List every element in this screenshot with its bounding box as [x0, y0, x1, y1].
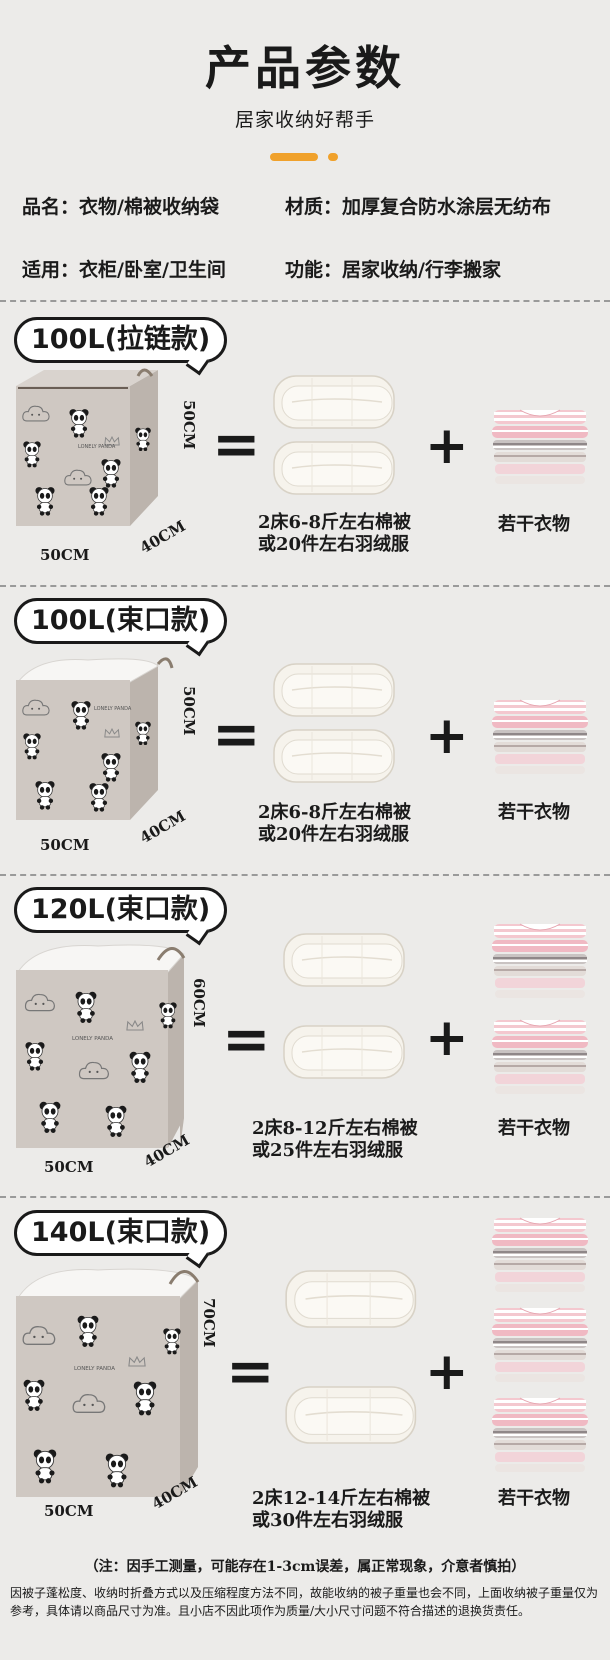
- accent-dot: [328, 153, 338, 161]
- drawstring-bag-image: LONELY PANDA: [16, 944, 186, 1148]
- plus-sign: +: [425, 416, 469, 476]
- equals-sign: =: [212, 410, 261, 478]
- section-divider: [0, 1196, 610, 1198]
- accent-bar-long: [270, 153, 318, 161]
- spec-usage: 适用：衣柜/卧室/卫生间: [22, 259, 226, 281]
- clothes-stack-image-top: [491, 1217, 589, 1293]
- plus-sign: +: [425, 1342, 469, 1402]
- quilt-image-bottom: [273, 729, 395, 783]
- capacity-line1: 2床6-8斤左右棉被: [258, 802, 412, 823]
- drawstring-bag-image: LONELY PANDA: [16, 657, 174, 820]
- svg-text:LONELY PANDA: LONELY PANDA: [78, 444, 116, 450]
- quilt-image-bottom: [273, 441, 395, 495]
- clothes-caption: 若干衣物: [498, 1488, 570, 1509]
- spec-material: 材质：加厚复合防水涂层无纺布: [285, 196, 552, 218]
- bag-width-label: 50CM: [44, 1158, 94, 1176]
- plus-sign: +: [425, 1008, 469, 1068]
- bag-height-label: 50CM: [180, 686, 198, 736]
- clothes-stack-image: [491, 409, 589, 485]
- clothes-stack-image-bottom: [491, 1019, 589, 1095]
- bag-width-label: 50CM: [44, 1502, 94, 1520]
- equals-sign: =: [212, 700, 261, 768]
- svg-text:LONELY PANDA: LONELY PANDA: [74, 1366, 115, 1372]
- disclaimer-note: 因被子蓬松度、收纳时折叠方式以及压缩程度方法不同，故能收纳的被子重量也会不同，上…: [10, 1586, 599, 1618]
- page-title: 产品参数: [205, 41, 405, 95]
- capacity-line1: 2床8-12斤左右棉被: [252, 1118, 418, 1139]
- spec-name: 品名：衣物/棉被收纳袋: [22, 196, 219, 218]
- clothes-caption: 若干衣物: [498, 1118, 570, 1139]
- capacity-line2: 或20件左右羽绒服: [258, 824, 410, 845]
- bag-height-label: 50CM: [180, 400, 198, 450]
- drawstring-bag-image: LONELY PANDA: [16, 1268, 200, 1497]
- clothes-caption: 若干衣物: [498, 802, 570, 823]
- bag-height-label: 70CM: [200, 1298, 218, 1348]
- clothes-stack-image-bottom: [491, 1397, 589, 1473]
- page-subtitle: 居家收纳好帮手: [234, 109, 375, 131]
- quilt-image-bottom: [285, 1386, 417, 1444]
- capacity-line2: 或30件左右羽绒服: [252, 1510, 404, 1531]
- svg-text:LONELY PANDA: LONELY PANDA: [72, 1036, 113, 1042]
- quilt-image-top: [273, 663, 395, 717]
- clothes-caption: 若干衣物: [498, 514, 570, 535]
- measurement-note: （注：因手工测量，可能存在1-3cm误差，属正常现象，介意者慎拍）: [84, 1559, 526, 1575]
- spec-function: 功能：居家收纳/行李搬家: [285, 259, 501, 281]
- bag-height-label: 60CM: [190, 978, 208, 1028]
- product-label: 120L(束口款): [14, 887, 228, 933]
- quilt-image-bottom: [283, 1025, 405, 1079]
- section-divider: [0, 300, 610, 302]
- capacity-line2: 或20件左右羽绒服: [258, 534, 410, 555]
- clothes-stack-image-top: [491, 923, 589, 999]
- plus-sign: +: [425, 706, 469, 766]
- clothes-stack-image: [491, 699, 589, 775]
- product-label: 100L(束口款): [14, 598, 228, 644]
- capacity-line1: 2床6-8斤左右棉被: [258, 512, 412, 533]
- equals-sign: =: [226, 1337, 275, 1405]
- bag-width-label: 50CM: [40, 836, 90, 854]
- section-divider: [0, 585, 610, 587]
- capacity-line2: 或25件左右羽绒服: [252, 1140, 404, 1161]
- quilt-image-top: [285, 1270, 417, 1328]
- clothes-stack-image-middle: [491, 1307, 589, 1383]
- quilt-image-top: [283, 933, 405, 987]
- quilt-image-top: [273, 375, 395, 429]
- equals-sign: =: [222, 1005, 271, 1073]
- bag-width-label: 50CM: [40, 546, 90, 564]
- zipper-bag-image: LONELY PANDA: [16, 368, 158, 526]
- product-label: 100L(拉链款): [14, 317, 228, 363]
- capacity-line1: 2床12-14斤左右棉被: [252, 1488, 431, 1509]
- product-label: 140L(束口款): [14, 1210, 228, 1256]
- section-divider: [0, 874, 610, 876]
- svg-text:LONELY PANDA: LONELY PANDA: [94, 706, 132, 712]
